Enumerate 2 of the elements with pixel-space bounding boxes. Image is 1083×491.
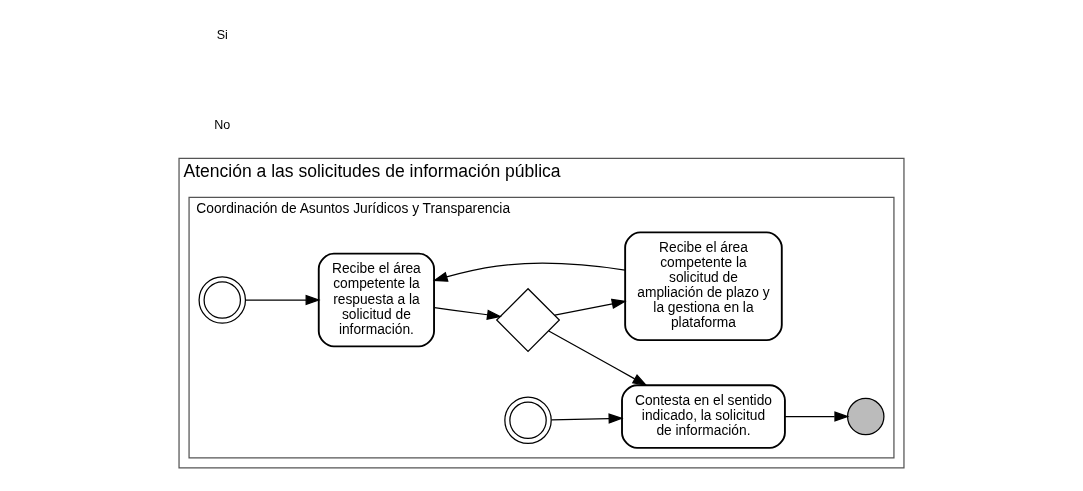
- label: Si: [216, 27, 228, 42]
- label: No: [214, 117, 231, 132]
